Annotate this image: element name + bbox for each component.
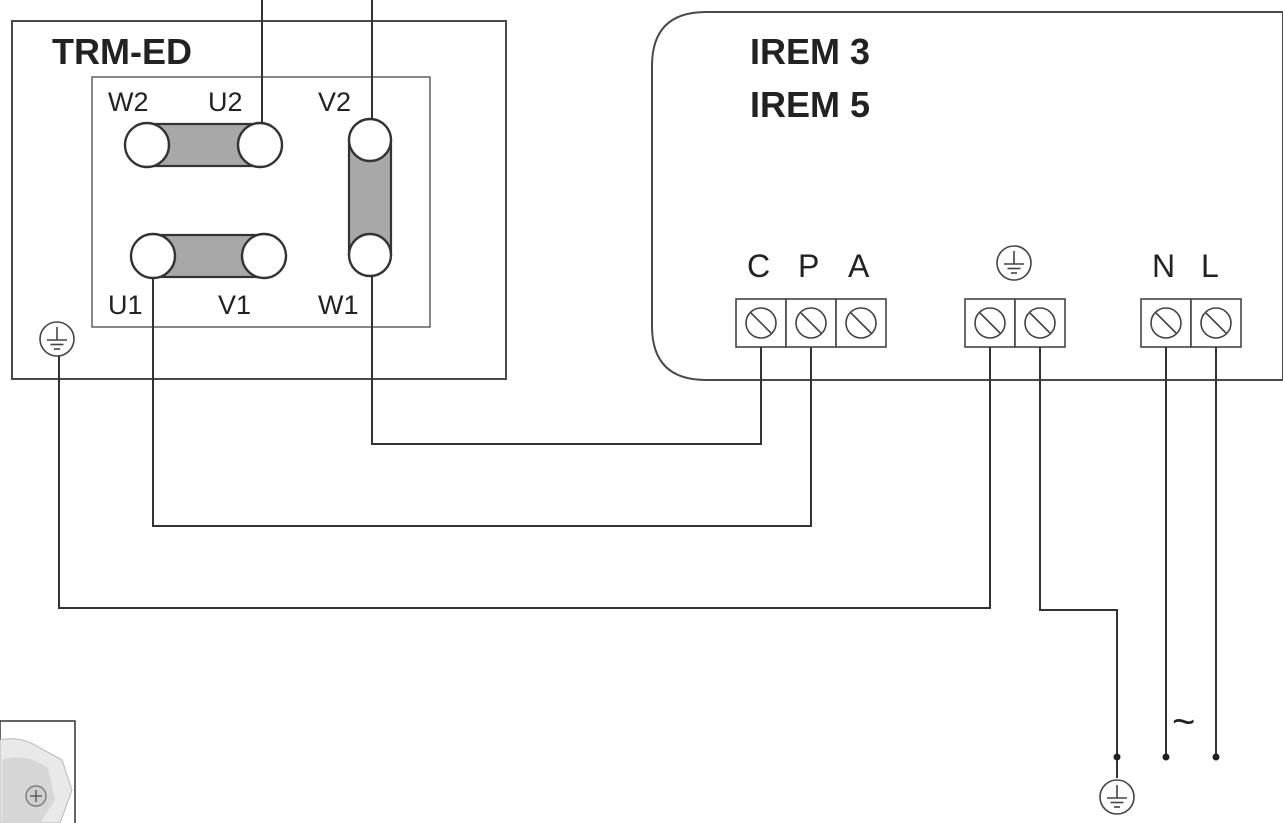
screw-terminal-n — [1140, 298, 1192, 348]
terminal-w2 — [123, 121, 171, 169]
controller-title-1: IREM 3 — [750, 31, 870, 72]
photo-inset — [0, 720, 76, 823]
terminal-v2 — [347, 117, 393, 163]
wires — [58, 0, 1220, 815]
terminal-label-v1: V1 — [218, 290, 251, 320]
terminal-v1 — [240, 232, 288, 280]
controller-earth-icon — [996, 245, 1032, 281]
controller-title-2: IREM 5 — [750, 84, 870, 125]
terminal-label-v2: V2 — [318, 87, 351, 117]
terminal-label-w1: W1 — [318, 290, 359, 320]
ac-symbol: ~ — [1172, 700, 1195, 744]
wire-motor-earth — [58, 347, 991, 609]
wire-supply-earth — [1039, 347, 1118, 757]
terminal-u2 — [236, 121, 284, 169]
wire-w1-to-c — [371, 276, 762, 445]
wire-u1-to-p — [152, 278, 812, 527]
terminal-label-a: A — [848, 248, 870, 284]
controller-box: IREM 3 IREM 5 C P A N L — [651, 11, 1283, 381]
terminal-label-w2: W2 — [108, 87, 149, 117]
screw-terminal-earth-1 — [964, 298, 1016, 348]
motor-title: TRM-ED — [52, 31, 192, 72]
screw-terminal-earth-2 — [1014, 298, 1066, 348]
terminal-label-l: L — [1201, 248, 1219, 284]
terminal-label-u1: U1 — [108, 290, 143, 320]
screw-terminal-p — [785, 298, 837, 348]
terminal-w1 — [347, 232, 393, 278]
terminal-label-p: P — [798, 248, 819, 284]
screw-terminal-a — [835, 298, 887, 348]
terminal-label-c: C — [747, 248, 770, 284]
terminal-label-n: N — [1152, 248, 1175, 284]
screw-terminal-l — [1190, 298, 1242, 348]
terminal-label-u2: U2 — [208, 87, 243, 117]
supply-earth-icon — [1099, 779, 1135, 815]
motor-terminal-box: TRM-ED W2 U2 V2 U1 V1 W1 — [11, 20, 507, 380]
motor-earth-icon — [39, 321, 75, 357]
screw-terminal-c — [735, 298, 787, 348]
terminal-u1 — [129, 232, 177, 280]
